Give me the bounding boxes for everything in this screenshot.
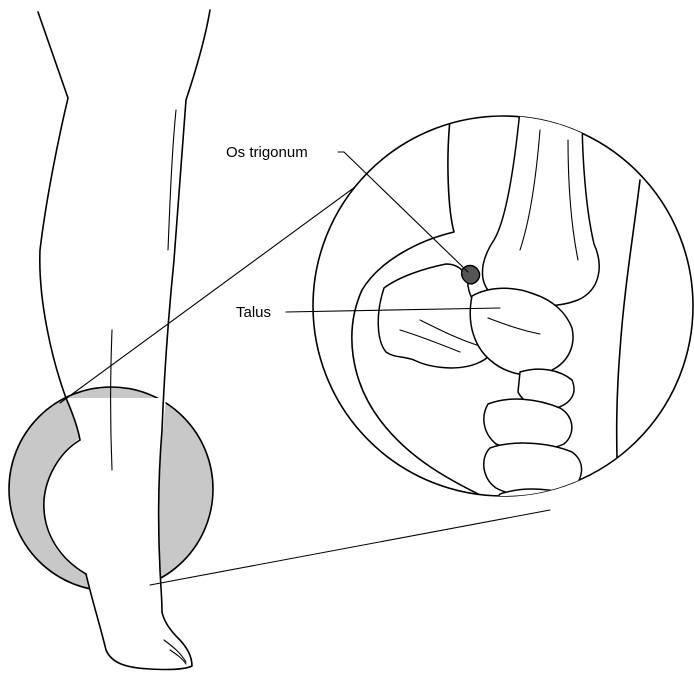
cuneiform-1 — [484, 399, 572, 450]
talus-label: Talus — [236, 304, 271, 321]
os-trigonum-label: Os trigonum — [226, 144, 308, 161]
cuneiform-2 — [484, 443, 582, 496]
magnified-view — [313, 110, 693, 545]
magnifier-connector-bottom — [150, 510, 550, 585]
metatarsal-base — [494, 489, 586, 545]
